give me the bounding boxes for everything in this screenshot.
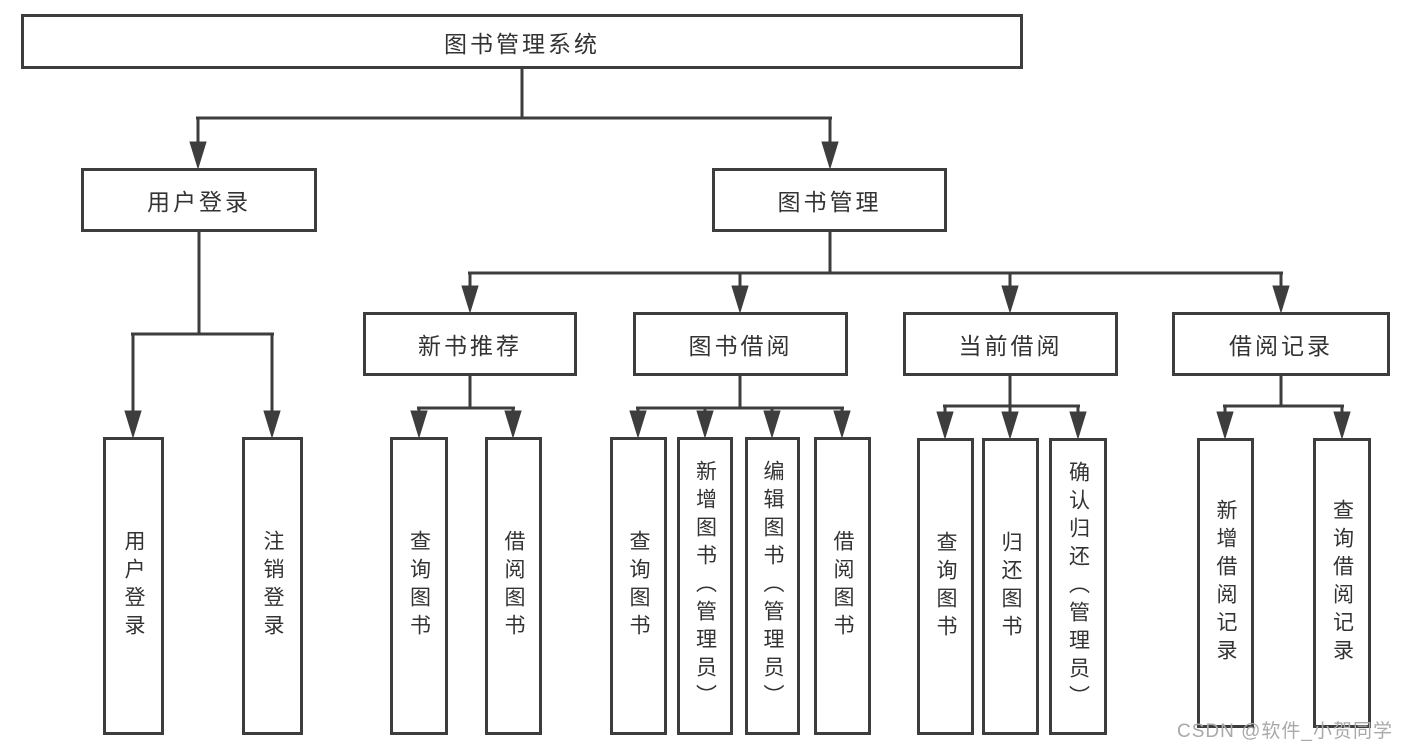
leaf-query-books-current-label: 查询图书 [934, 530, 957, 643]
leaf-query-books-recommend-label: 查询图书 [407, 530, 431, 642]
node-current-borrow: 当前借阅 [903, 312, 1118, 376]
node-user-login: 用户登录 [81, 168, 317, 232]
leaf-edit-book-admin: 编辑图书（管理员） [745, 437, 800, 735]
node-book-management: 图书管理 [712, 168, 947, 232]
leaf-user-login: 用户登录 [103, 437, 164, 735]
leaf-edit-book-admin-label: 编辑图书（管理员） [761, 460, 784, 712]
leaf-add-book-admin-label: 新增图书（管理员） [693, 460, 717, 712]
node-root: 图书管理系统 [21, 14, 1023, 69]
node-new-book-recommend: 新书推荐 [363, 312, 577, 376]
leaf-query-books-borrow-label: 查询图书 [627, 530, 650, 642]
node-book-borrow: 图书借阅 [633, 312, 848, 376]
leaf-return-book-label: 归还图书 [999, 530, 1022, 643]
leaf-return-book: 归还图书 [982, 438, 1039, 735]
leaf-borrow-books-label: 借阅图书 [831, 530, 854, 642]
leaf-logout: 注销登录 [242, 437, 303, 735]
watermark-text: CSDN @软件_小贺同学 [1177, 721, 1393, 742]
leaf-query-books-recommend: 查询图书 [390, 437, 448, 735]
leaf-logout-label: 注销登录 [261, 530, 284, 642]
leaf-confirm-return-admin: 确认归还（管理员） [1049, 438, 1107, 735]
leaf-add-book-admin: 新增图书（管理员） [677, 437, 733, 735]
leaf-query-borrow-record-label: 查询借阅记录 [1330, 499, 1354, 667]
leaf-confirm-return-admin-label: 确认归还（管理员） [1066, 460, 1090, 713]
leaf-add-borrow-record: 新增借阅记录 [1197, 438, 1254, 728]
leaf-add-borrow-record-label: 新增借阅记录 [1214, 499, 1237, 667]
leaf-query-books-borrow: 查询图书 [610, 437, 667, 735]
leaf-query-books-current: 查询图书 [917, 438, 974, 735]
leaf-borrow-books-recommend-label: 借阅图书 [502, 530, 525, 642]
leaf-borrow-books: 借阅图书 [814, 437, 871, 735]
node-borrow-records: 借阅记录 [1172, 312, 1390, 376]
leaf-borrow-books-recommend: 借阅图书 [485, 437, 542, 735]
leaf-user-login-label: 用户登录 [122, 530, 145, 642]
leaf-query-borrow-record: 查询借阅记录 [1313, 438, 1371, 728]
